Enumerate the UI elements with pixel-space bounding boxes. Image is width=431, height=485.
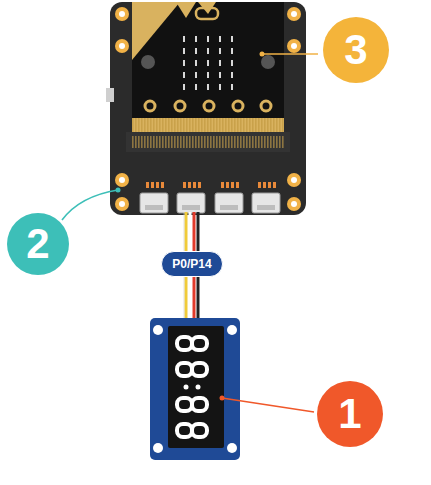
microbit	[132, 2, 284, 132]
grove-shield	[106, 2, 306, 215]
callout-number: 1	[338, 390, 361, 438]
callout-circle: 3	[323, 17, 389, 83]
callout-number: 2	[26, 220, 49, 268]
callout-number: 3	[344, 26, 367, 74]
callout-circle: 1	[317, 381, 383, 447]
four-digit-display	[150, 318, 240, 460]
leader-line	[62, 52, 318, 413]
pin-badge: P0/P14	[161, 251, 223, 277]
pin-label: P0/P14	[172, 257, 211, 271]
callout-circle: 2	[7, 213, 69, 275]
